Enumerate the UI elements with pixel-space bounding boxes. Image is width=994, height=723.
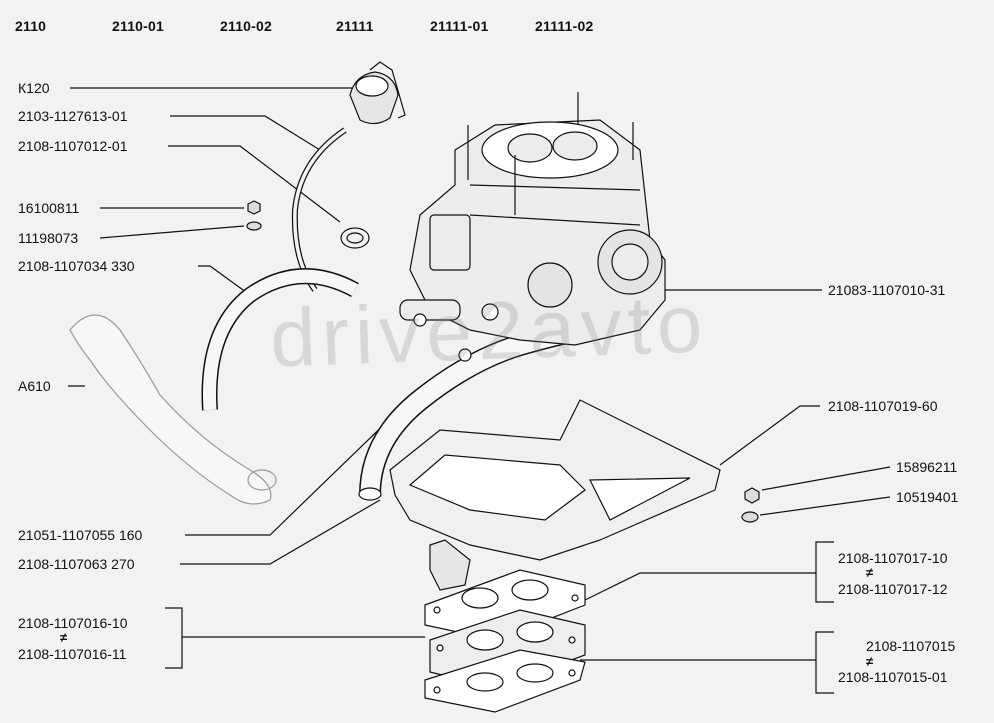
- model-2110-02: 2110-02: [220, 18, 273, 34]
- label-nut-15896211: 15896211: [896, 459, 958, 475]
- label-gasket-016-11: 2108-1107016-11: [18, 646, 127, 662]
- label-washer-11198073: 11198073: [18, 230, 79, 246]
- bracket-015: [815, 631, 834, 694]
- watermark: drive2avto: [268, 278, 710, 385]
- model-header: 2110 2110-01 2110-02 21111 21111-01 2111…: [0, 18, 994, 38]
- leader-washer-11198073: [99, 225, 245, 239]
- label-nut-16100811: 16100811: [18, 200, 80, 216]
- gasket-2108-1107015: [424, 649, 586, 713]
- carburetor-21083: [399, 92, 666, 362]
- model-21111: 21111: [336, 18, 374, 34]
- label-carb-010-31: 21083-1107010-31: [828, 282, 946, 298]
- label-gasket-017-10: 2108-1107017-10: [838, 550, 948, 566]
- leader-hose-063: [180, 499, 381, 565]
- neq-015: ≠: [866, 654, 874, 669]
- leader-washer-10519401: [759, 496, 891, 516]
- washer-left: [246, 221, 262, 231]
- label-washer-10519401: 10519401: [896, 489, 959, 505]
- hose-clamp: [340, 227, 370, 249]
- leader-gasket-017: [584, 572, 816, 601]
- gasket-2108-1107017: [424, 569, 586, 641]
- label-gasket-017-12: 2108-1107017-12: [838, 581, 948, 597]
- vacuum-valve-k120: [349, 61, 406, 125]
- label-hose-034: 2108-1107034 330: [18, 258, 135, 274]
- label-clamp-012: 2108-1107012-01: [18, 138, 128, 154]
- leader-nut-15896211: [761, 466, 891, 491]
- washer-right: [741, 511, 759, 523]
- bracket-016: [165, 607, 183, 669]
- bracket-017: [815, 541, 834, 603]
- label-a610: А610: [18, 378, 51, 394]
- model-2110: 2110: [15, 18, 47, 34]
- label-k120: К120: [18, 80, 50, 96]
- nut-left: [247, 200, 261, 215]
- model-2110-01: 2110-01: [112, 18, 165, 34]
- label-shield-019-60: 2108-1107019-60: [828, 398, 938, 414]
- label-gasket-015: 2108-1107015: [866, 638, 956, 654]
- leader-hose-613: [170, 115, 321, 151]
- leader-clamp-012: [168, 145, 341, 223]
- label-hose-055: 21051-1107055 160: [18, 527, 143, 543]
- label-hose-063: 2108-1107063 270: [18, 556, 135, 572]
- label-hose-613: 2103-1127613-01: [18, 108, 128, 124]
- neq-017: ≠: [866, 565, 874, 580]
- neq-016: ≠: [60, 630, 68, 645]
- leader-hose-034: [198, 265, 251, 296]
- label-gasket-016-10: 2108-1107016-10: [18, 615, 128, 631]
- label-gasket-015-01: 2108-1107015-01: [838, 669, 948, 685]
- throttle-bracket: [429, 539, 471, 591]
- model-21111-02: 21111-02: [535, 18, 594, 34]
- hose-a610: [69, 314, 272, 505]
- leader-shield-019: [719, 405, 820, 466]
- nut-right: [744, 487, 760, 504]
- model-21111-01: 21111-01: [430, 18, 489, 34]
